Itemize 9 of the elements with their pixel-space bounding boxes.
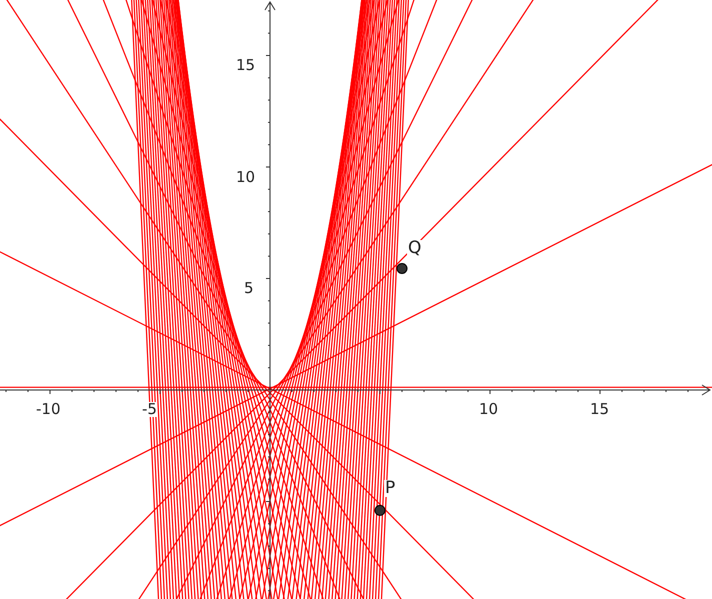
- tick-label: 15: [236, 58, 256, 73]
- point-label: Q: [407, 240, 422, 257]
- tick-label: 5: [244, 281, 254, 296]
- tick-label: 15: [590, 402, 610, 417]
- tick-label: -10: [36, 402, 60, 417]
- tick-label: -5: [142, 402, 157, 417]
- tick-label: 10: [236, 170, 256, 185]
- tick-label: 10: [479, 402, 498, 417]
- point-label: P: [384, 480, 396, 497]
